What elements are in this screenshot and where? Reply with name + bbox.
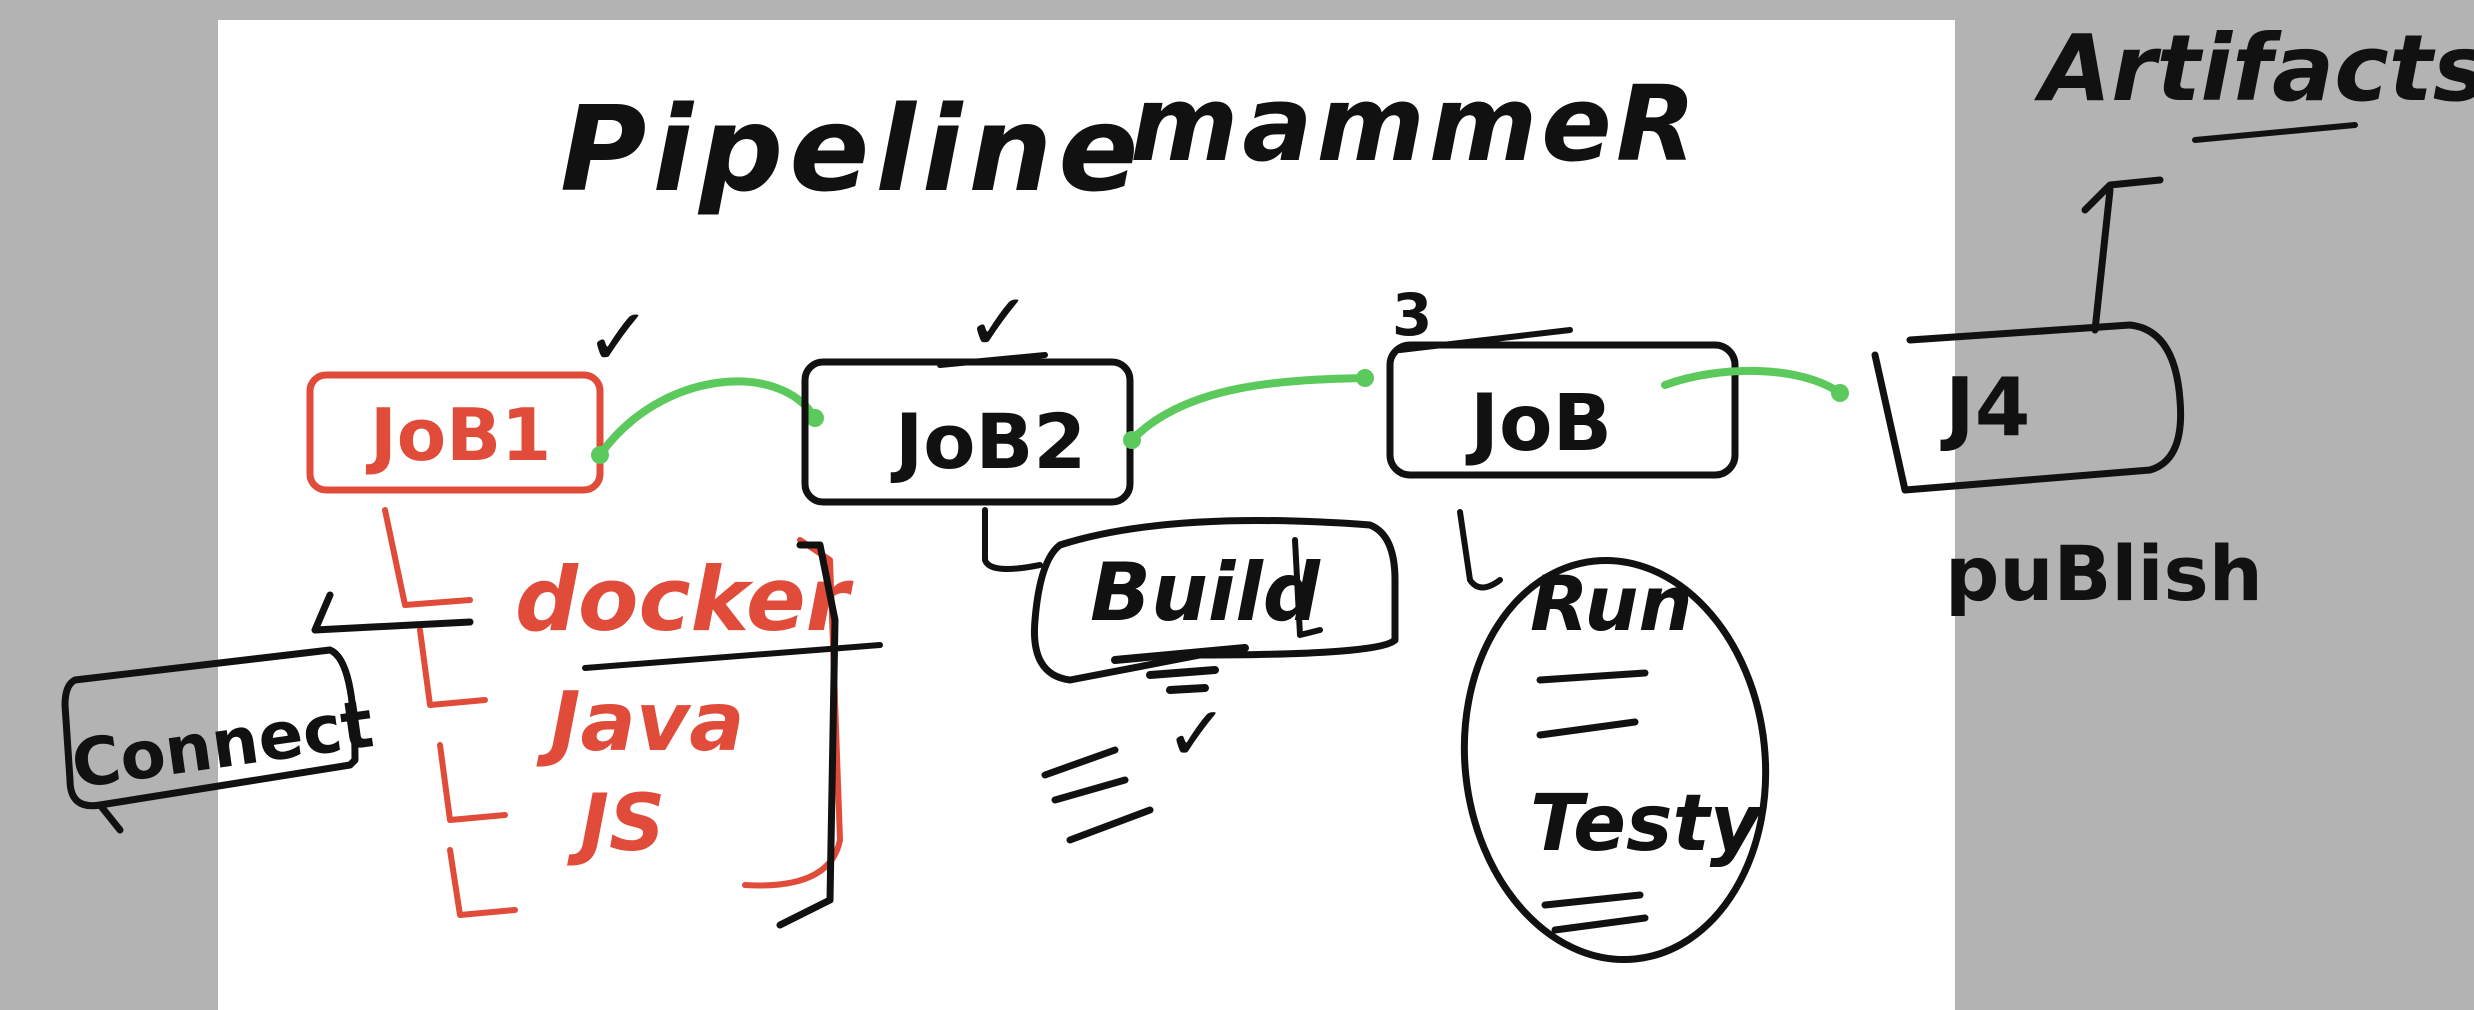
connector-dot bbox=[1123, 431, 1141, 449]
artifacts-arrow bbox=[2081, 176, 2164, 334]
build-check: ✓ bbox=[1165, 689, 1229, 778]
branch-arrow bbox=[417, 627, 488, 708]
title-pipeline: Pipeline bbox=[560, 80, 1144, 218]
job4-box bbox=[1871, 321, 2185, 494]
connector-dot bbox=[591, 446, 609, 464]
build-dashes bbox=[1041, 746, 1154, 844]
connector-job1-job2 bbox=[596, 377, 819, 459]
branch-java: Java bbox=[536, 675, 745, 770]
whiteboard-page bbox=[218, 20, 1955, 1010]
artifacts-underline bbox=[2192, 122, 2358, 143]
branch-arrow bbox=[447, 847, 518, 918]
publish-label: puBlish bbox=[1945, 529, 2263, 618]
build-box bbox=[1030, 517, 1399, 684]
testy-label: Testy bbox=[1530, 779, 1764, 869]
connector-job3-job4 bbox=[1661, 366, 1844, 397]
branch-arrow bbox=[382, 507, 473, 608]
testy-oval bbox=[1460, 556, 1770, 964]
connect-connector bbox=[311, 591, 474, 634]
testy-dashes bbox=[1541, 891, 1649, 934]
job4-label: J4 bbox=[1940, 361, 2030, 454]
branches-bracket bbox=[776, 541, 839, 929]
branch-arrow bbox=[437, 742, 508, 823]
job1-label: JoB1 bbox=[365, 393, 551, 477]
branch-js: JS bbox=[567, 779, 665, 869]
job3-number: 3 bbox=[1392, 281, 1432, 349]
connect-box bbox=[61, 646, 359, 834]
build-arrow bbox=[982, 507, 1043, 572]
connector-dot bbox=[806, 409, 824, 427]
job3-overline bbox=[1397, 327, 1573, 353]
artifacts-label: Artifacts bbox=[2034, 15, 2474, 122]
run-arrow bbox=[1457, 509, 1503, 591]
job2-node: JoB2 ✓ bbox=[801, 276, 1134, 506]
job3-node: JoB 3 bbox=[1386, 281, 1739, 479]
job3-box bbox=[1386, 341, 1739, 479]
connector-dot bbox=[1831, 384, 1849, 402]
job3-steps: Run Testy bbox=[1457, 509, 1770, 964]
job1-box bbox=[306, 371, 604, 494]
run-dashes bbox=[1536, 669, 1649, 739]
title-manner: mammeR bbox=[1130, 63, 1700, 185]
job2-underline bbox=[937, 352, 1048, 368]
job1-check: ✓ bbox=[585, 291, 652, 384]
build-label: Build bbox=[1090, 546, 1321, 639]
job1-branches: docker Java JS bbox=[382, 507, 854, 918]
branches-bracket-red bbox=[742, 537, 843, 889]
branches-crossline bbox=[582, 642, 883, 671]
branch-docker: docker bbox=[515, 548, 854, 651]
build-divider bbox=[1292, 537, 1323, 638]
job2-check: ✓ bbox=[965, 276, 1032, 369]
job3-label: JoB bbox=[1465, 379, 1612, 469]
job4-node: J4 bbox=[1871, 321, 2185, 494]
build-underline bbox=[1111, 644, 1249, 694]
connect-node: Connect bbox=[61, 591, 474, 834]
job1-node: JoB1 ✓ bbox=[306, 291, 652, 494]
connector-job2-job3 bbox=[1128, 374, 1369, 444]
job2-label: JoB2 bbox=[890, 397, 1086, 486]
connector-dot bbox=[1356, 369, 1374, 387]
build-node: Build ✓ bbox=[982, 507, 1399, 844]
